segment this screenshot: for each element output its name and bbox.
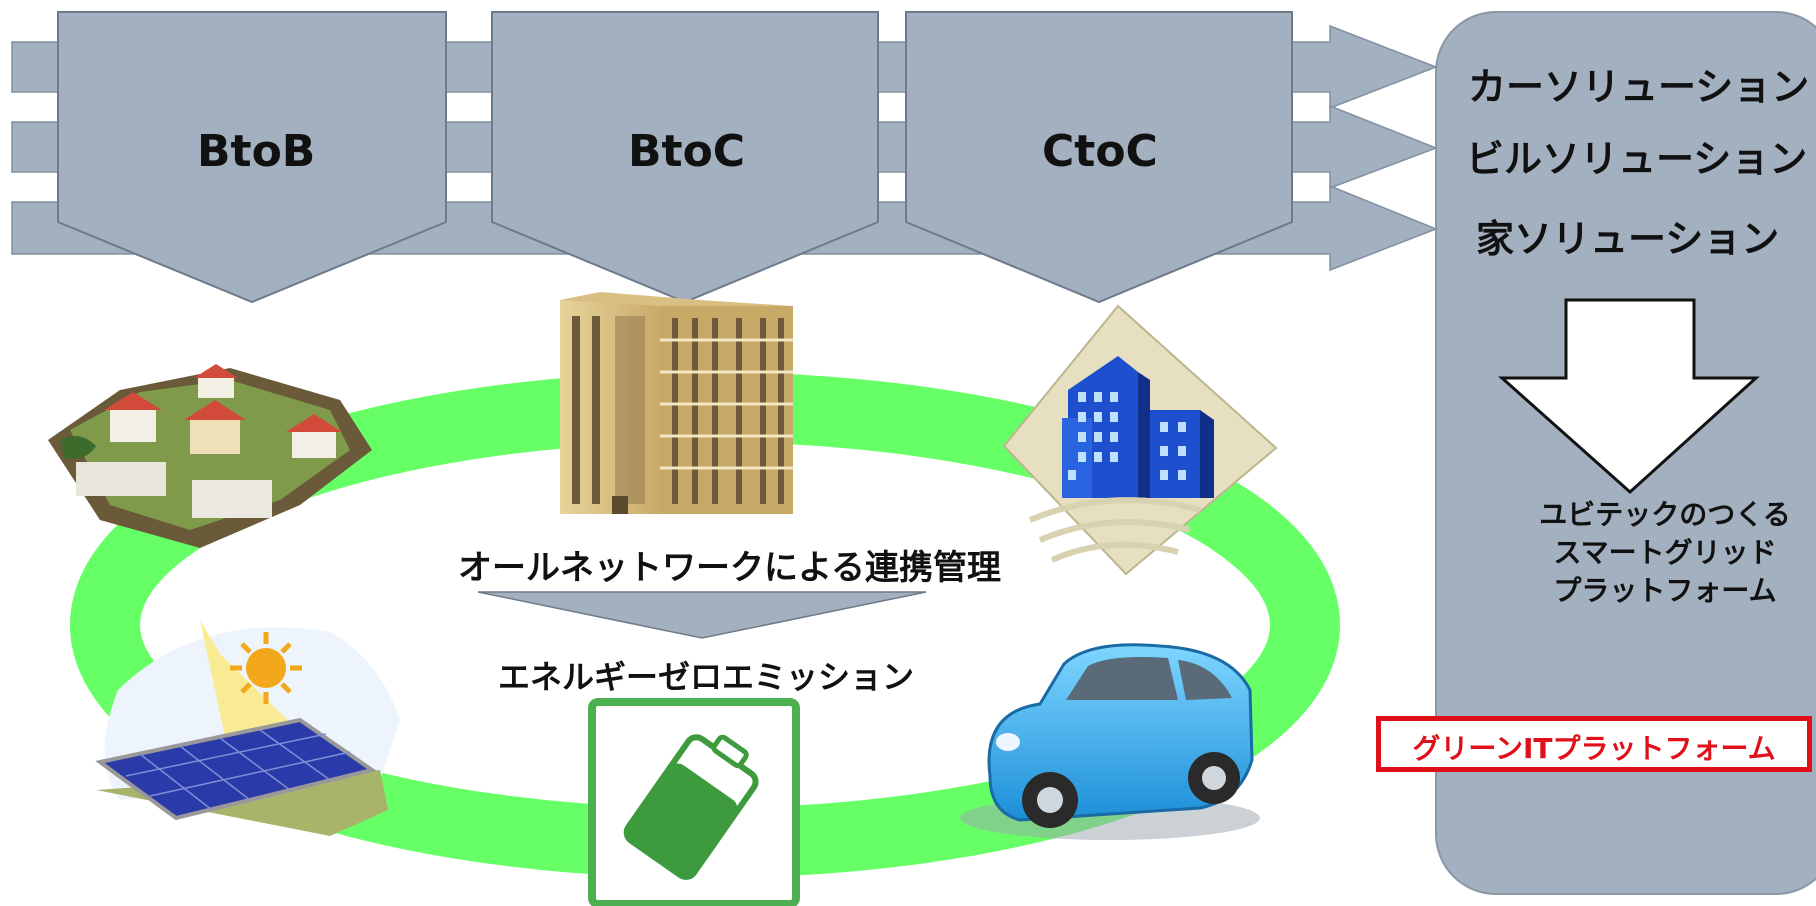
home-solution-label: 家ソリューション — [1476, 217, 1780, 261]
zero-emission-label: エネルギーゼロエミッション — [498, 658, 915, 696]
smartgrid-platform-text: ユビテックのつくる スマートグリッド プラットフォーム — [1500, 496, 1816, 610]
office-illustration — [1002, 304, 1278, 576]
houses-illustration — [48, 364, 372, 548]
segment-btoc-label: BtoC — [628, 126, 746, 177]
platform-line-1: ユビテックのつくる — [1539, 498, 1791, 531]
platform-line-3: プラットフォーム — [1553, 574, 1777, 607]
zero-emission-arrow — [477, 591, 927, 639]
segment-arrows — [57, 11, 1293, 304]
platform-line-2: スマートグリッド — [1553, 536, 1777, 569]
segment-ctoc-label: CtoC — [1042, 126, 1158, 177]
solar-panel-illustration — [95, 620, 400, 836]
platform-down-arrow — [1498, 298, 1760, 495]
apartment-illustration — [560, 292, 793, 514]
building-solution-label: ビルソリューション — [1466, 137, 1808, 181]
green-it-platform-label: グリーンITプラットフォーム — [1376, 716, 1812, 772]
network-management-label: オールネットワークによる連携管理 — [458, 548, 1001, 588]
car-solution-label: カーソリューション — [1468, 65, 1810, 109]
battery-illustration — [588, 698, 800, 906]
car-illustration — [960, 643, 1260, 840]
segment-btob-label: BtoB — [197, 126, 316, 177]
